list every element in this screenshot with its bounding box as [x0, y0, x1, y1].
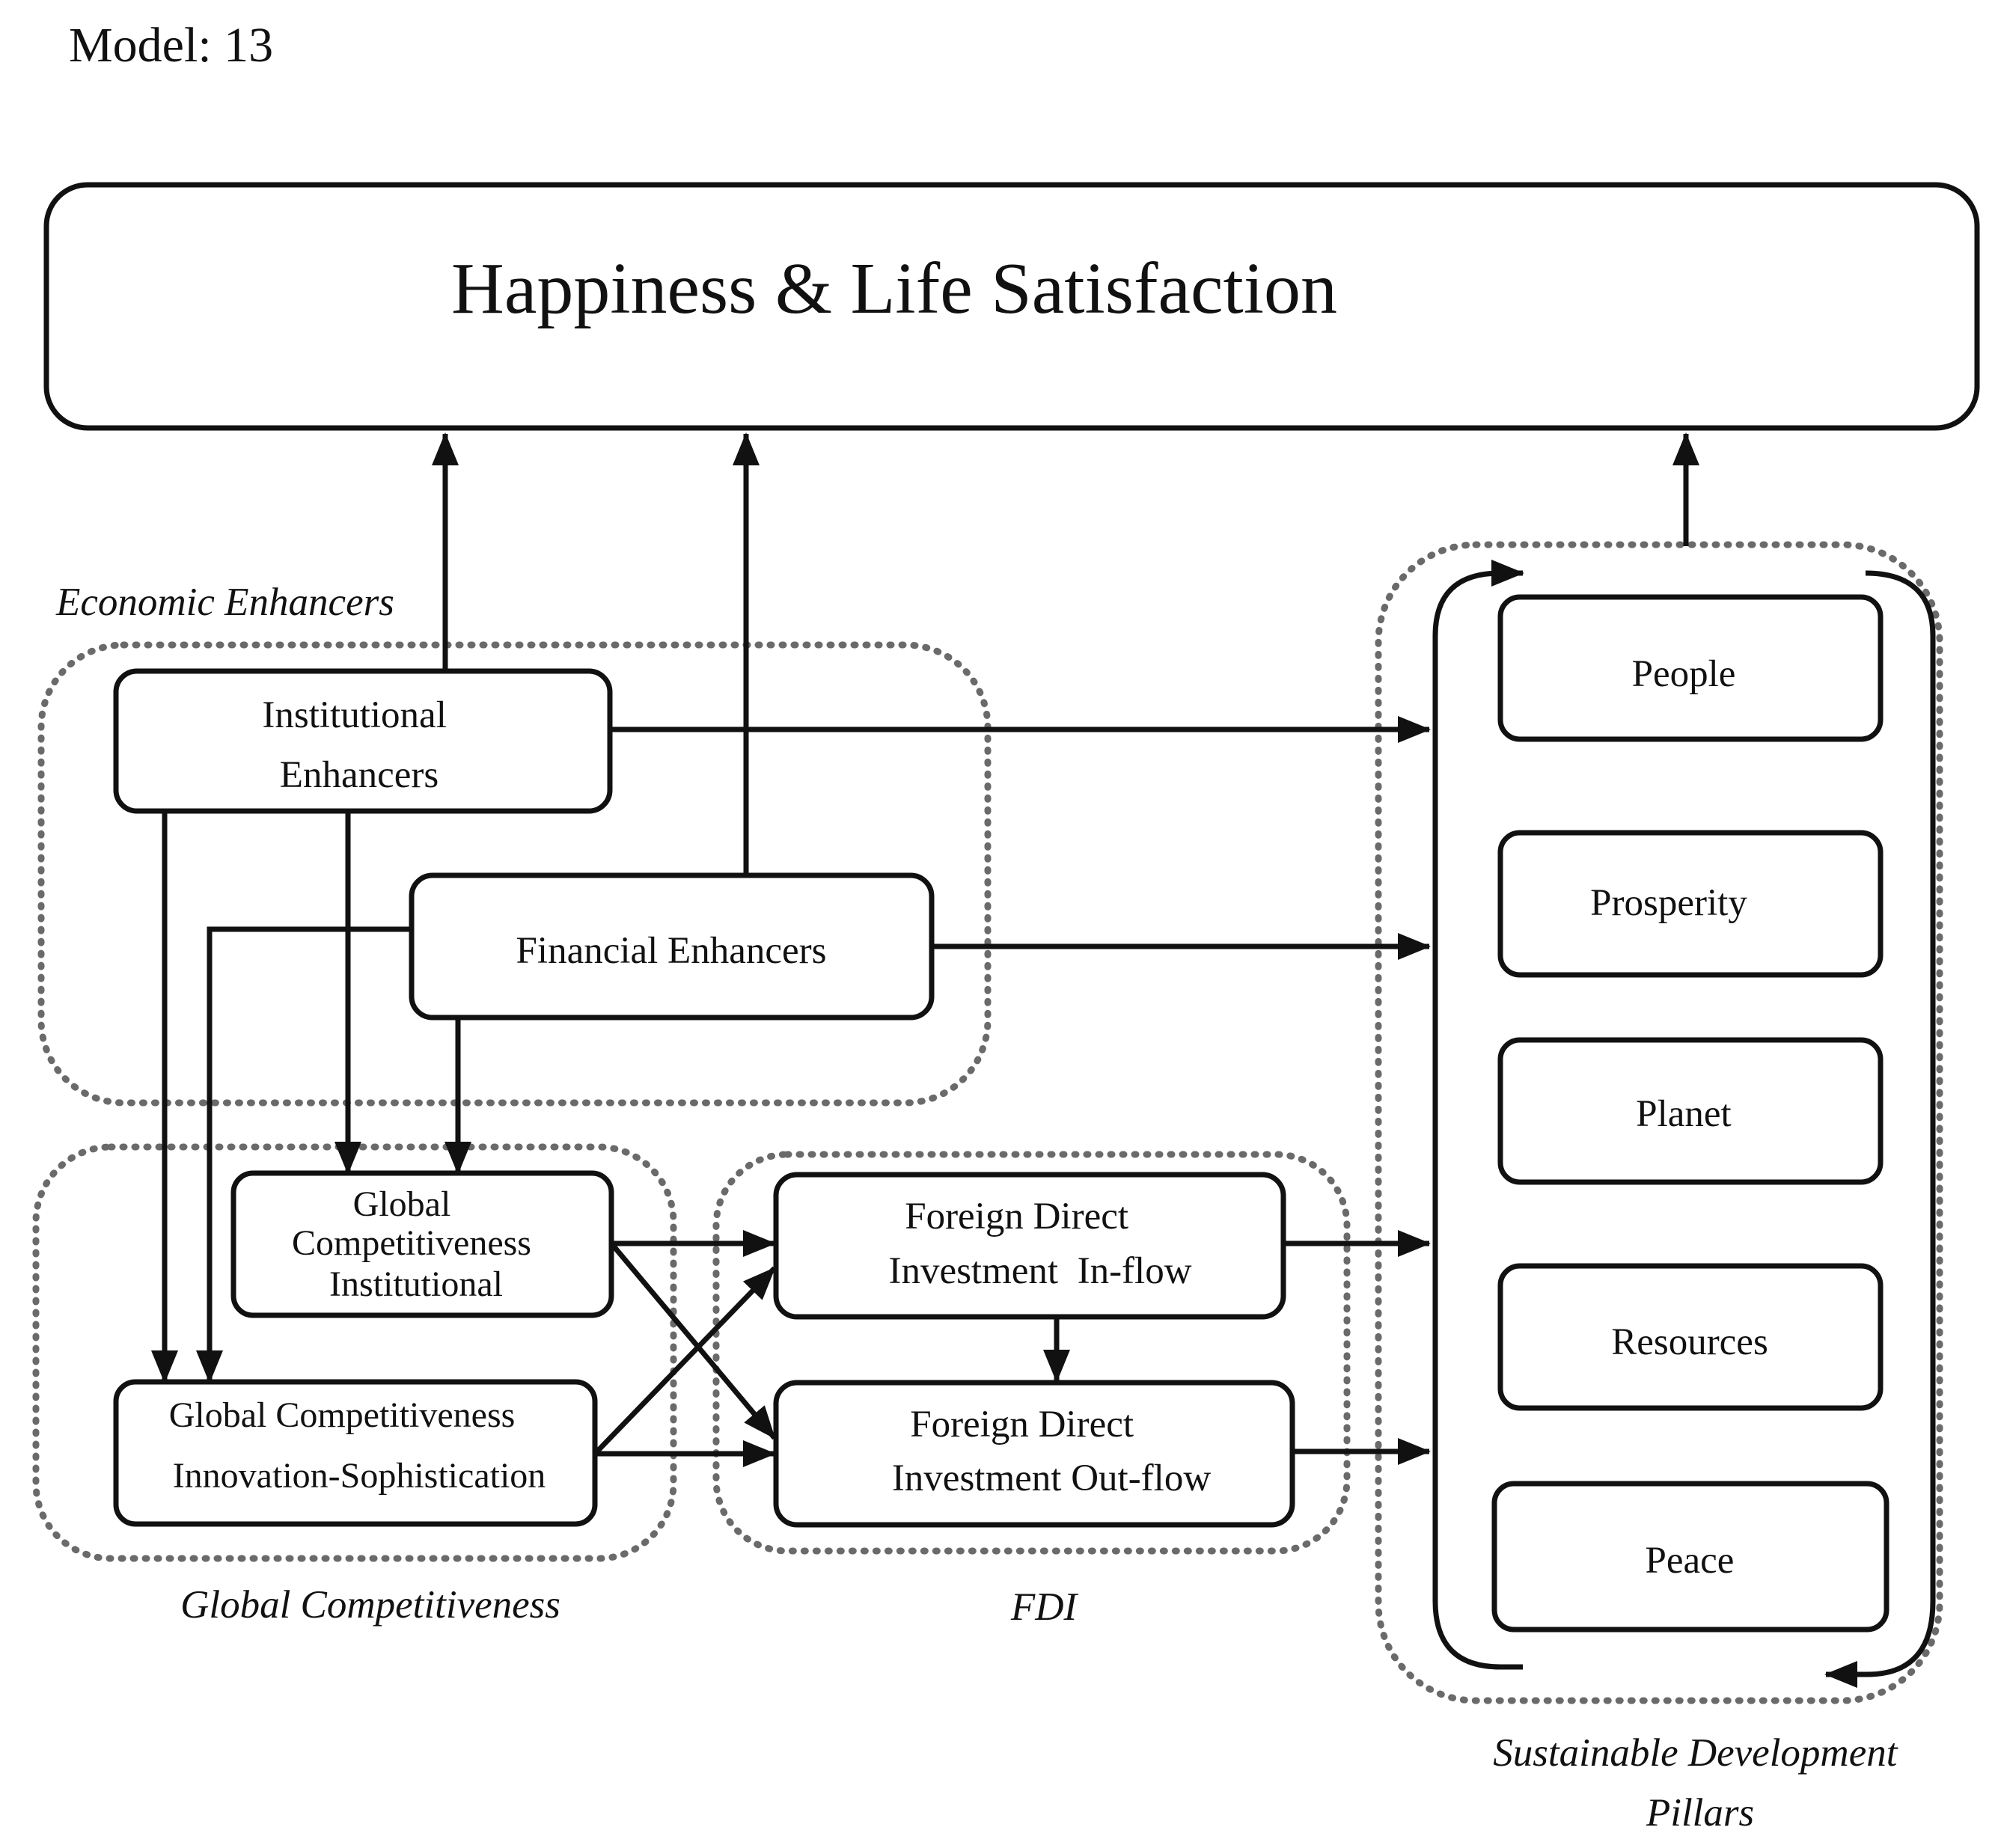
gc-innovation-line-2: Innovation-Sophistication: [173, 1456, 546, 1496]
sdp-label-line-2: Pillars: [1646, 1791, 1754, 1835]
pillar-people-box: [1497, 594, 1884, 742]
arrow-financial-to-gc-innovation: [196, 926, 412, 1383]
pillar-resources-box: [1497, 1263, 1884, 1411]
institutional-enhancers-line-2: Enhancers: [280, 754, 439, 796]
pillar-prosperity-box: [1497, 830, 1884, 978]
pillar-cycle-arrow-left: [1432, 560, 1524, 1670]
fdi-inflow-line-1: Foreign Direct: [905, 1196, 1128, 1237]
global-competitiveness-group-label: Global Competitiveness: [180, 1583, 560, 1627]
pillar-peace-box: [1491, 1481, 1889, 1633]
pillar-cycle-arrow-right: [1824, 570, 1936, 1688]
institutional-enhancers-box: [113, 668, 613, 814]
arrow-gc-institutional-to-fdi-outflow: [609, 1241, 777, 1440]
fdi-inflow-label: Foreign Direct Investment In-flow: [888, 1196, 1191, 1292]
fdi-outflow-line-2: Investment Out-flow: [892, 1457, 1211, 1499]
economic-enhancers-group: [37, 641, 992, 1107]
happiness-life-satisfaction-box: [43, 182, 1980, 431]
sustainable-development-group-label: Sustainable Development Pillars: [1493, 1731, 1907, 1835]
arrow-gc-innovation-to-fdi-inflow: [593, 1266, 777, 1456]
fdi-inflow-line-2: Investment In-flow: [888, 1250, 1191, 1292]
pillar-prosperity-label: Prosperity: [1590, 882, 1747, 924]
fdi-outflow-label: Foreign Direct Investment Out-flow: [892, 1404, 1211, 1499]
fdi-group: [712, 1151, 1351, 1555]
gc-innovation-line-1: Global Competitiveness: [169, 1395, 516, 1435]
model-label: Model: 13: [69, 18, 273, 73]
gc-institutional-line-3: Institutional: [329, 1264, 503, 1304]
pillar-resources-label: Resources: [1611, 1321, 1768, 1363]
pillar-people-label: People: [1632, 653, 1736, 695]
economic-enhancers-group-label: Economic Enhancers: [55, 581, 394, 624]
sustainable-development-group: [1375, 541, 1943, 1704]
happiness-life-satisfaction-title: Happiness & Life Satisfaction: [451, 248, 1337, 329]
gc-institutional-line-1: Global: [353, 1184, 451, 1224]
institutional-enhancers-line-1: Institutional: [262, 694, 446, 736]
financial-enhancers-label: Financial Enhancers: [516, 930, 827, 972]
sdp-label-line-1: Sustainable Development: [1493, 1731, 1898, 1775]
pillar-planet-box: [1497, 1037, 1884, 1185]
gc-institutional-label: Global Competitiveness Institutional: [292, 1184, 540, 1304]
gc-innovation-label: Global Competitiveness Innovation-Sophis…: [169, 1395, 546, 1496]
gc-institutional-line-2: Competitiveness: [292, 1223, 531, 1263]
institutional-enhancers-label: Institutional Enhancers: [262, 694, 456, 796]
pillar-planet-label: Planet: [1636, 1093, 1731, 1135]
fdi-group-label: FDI: [1010, 1585, 1079, 1629]
fdi-outflow-line-1: Foreign Direct: [910, 1404, 1134, 1445]
financial-enhancers-line-1: Financial Enhancers: [516, 930, 827, 972]
pillar-peace-label: Peace: [1646, 1540, 1735, 1582]
